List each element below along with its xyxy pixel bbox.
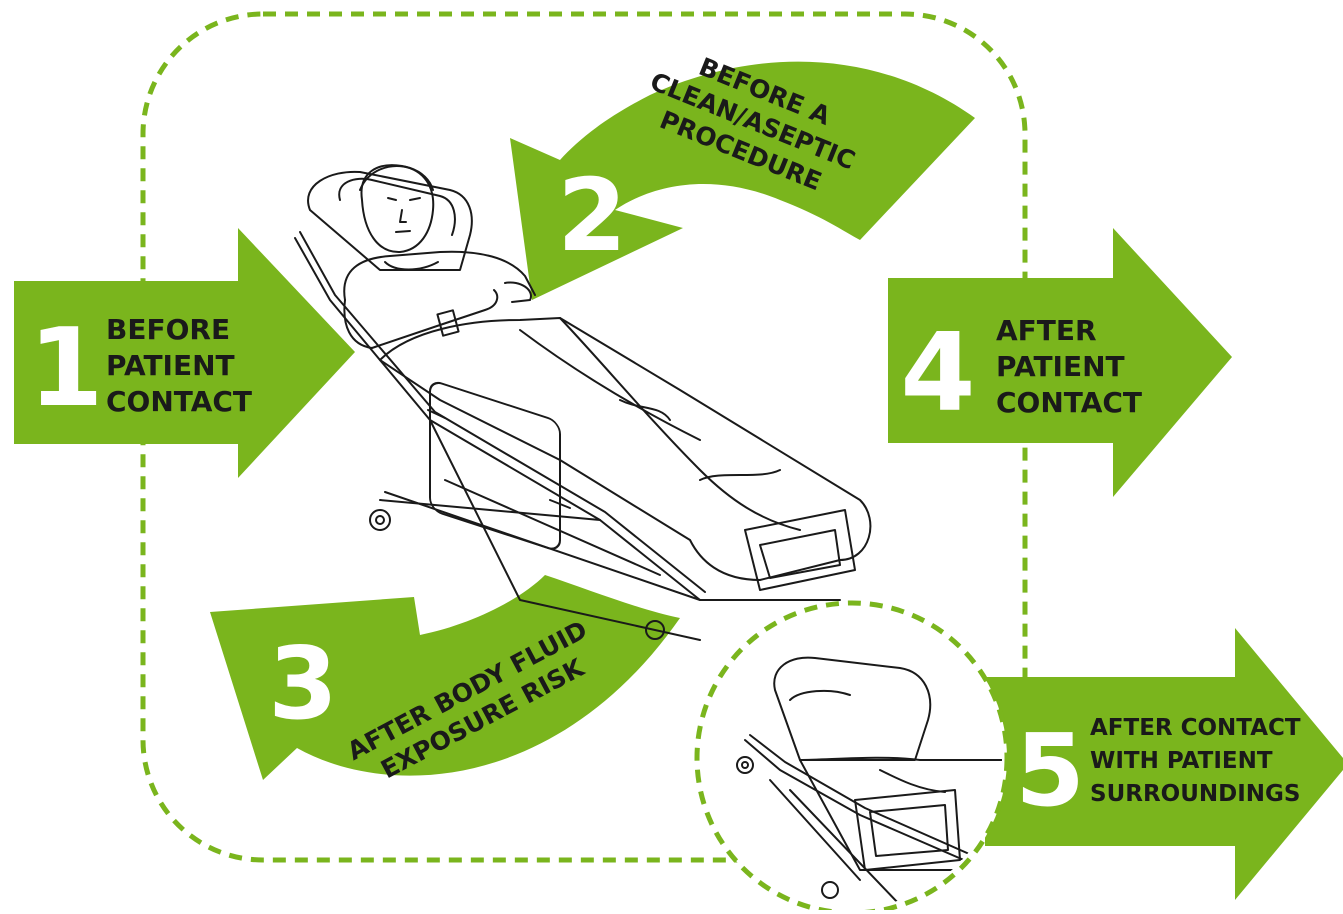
moment-3-arrow: 3 AFTER BODY FLUID EXPOSURE RISK <box>210 575 680 794</box>
moment-4-label-line-3: CONTACT <box>996 386 1142 419</box>
moment-4-arrow: 4 AFTER PATIENT CONTACT <box>888 228 1232 497</box>
moment-2-arrow: 2 BEFORE A CLEAN/ASEPTIC PROCEDURE <box>510 37 975 300</box>
moment-5-label-line-2: WITH PATIENT <box>1090 748 1273 774</box>
moment-4-number: 4 <box>900 311 975 436</box>
moment-5-arrow: 5 AFTER CONTACT WITH PATIENT SURROUNDING… <box>985 628 1343 900</box>
moment-2-number: 2 <box>557 157 627 274</box>
moment-1-arrow: 1 BEFORE PATIENT CONTACT <box>14 228 355 478</box>
moment-4-label-line-2: PATIENT <box>996 350 1125 383</box>
moment-1-label-line-2: PATIENT <box>106 349 235 382</box>
moment-1-label-line-3: CONTACT <box>106 385 252 418</box>
moment-3-number: 3 <box>268 625 338 742</box>
moment-5-number: 5 <box>1015 712 1085 829</box>
moment-1-label-line-1: BEFORE <box>106 313 230 346</box>
moment-5-label-line-3: SURROUNDINGS <box>1090 781 1300 807</box>
moment-4-label-line-1: AFTER <box>996 314 1097 347</box>
patient-surroundings-inset <box>697 603 1010 910</box>
moment-5-label-line-1: AFTER CONTACT <box>1090 715 1301 741</box>
moment-1-number: 1 <box>28 306 103 431</box>
